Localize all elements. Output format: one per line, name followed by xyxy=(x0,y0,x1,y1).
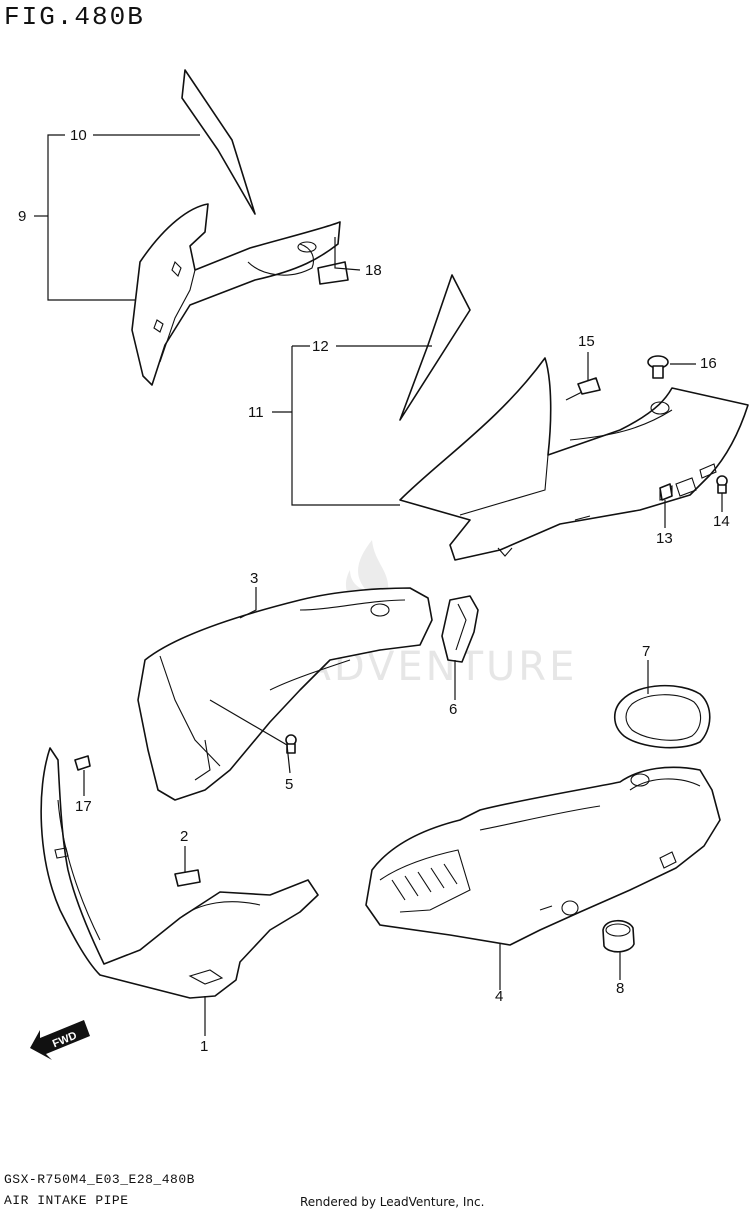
callout-5: 5 xyxy=(285,776,294,793)
callout-15: 15 xyxy=(578,333,595,350)
part-1-lower-cowl[interactable] xyxy=(40,747,319,999)
fwd-arrow-icon: FWD xyxy=(30,1020,90,1060)
callout-4: 4 xyxy=(495,988,504,1005)
callout-12: 12 xyxy=(312,338,329,355)
part-9-cowling[interactable] xyxy=(131,203,341,386)
part-2-tape[interactable] xyxy=(174,869,201,887)
figure-title: FIG.480B xyxy=(4,2,145,32)
part-6-seal[interactable] xyxy=(441,595,479,663)
callout-17: 17 xyxy=(75,798,92,815)
part-13-grommet[interactable] xyxy=(659,483,673,501)
callout-14: 14 xyxy=(713,513,730,530)
part-12-strip[interactable] xyxy=(399,274,471,421)
callout-1: 1 xyxy=(200,1038,209,1055)
diagram-caption: AIR INTAKE PIPE xyxy=(4,1193,129,1208)
callout-6: 6 xyxy=(449,701,458,718)
part-15-screw[interactable] xyxy=(565,377,601,401)
callout-11: 11 xyxy=(248,404,264,421)
part-7-ring[interactable] xyxy=(613,684,711,749)
callout-9: 9 xyxy=(18,208,27,225)
part-3-duct[interactable] xyxy=(137,587,433,801)
callout-10: 10 xyxy=(70,127,87,144)
render-credit: Rendered by LeadVenture, Inc. xyxy=(300,1195,485,1209)
part-11-cowling[interactable] xyxy=(399,357,749,561)
callout-8: 8 xyxy=(616,980,625,997)
part-17-screw[interactable] xyxy=(74,755,91,771)
callout-2: 2 xyxy=(180,828,189,845)
part-10-strip[interactable] xyxy=(181,69,256,215)
part-16-rivet[interactable] xyxy=(647,355,669,379)
leader-lines xyxy=(34,134,723,1036)
callout-3: 3 xyxy=(250,570,259,587)
part-8-grommet[interactable] xyxy=(602,919,635,953)
part-4-duct[interactable] xyxy=(365,766,721,946)
callout-18: 18 xyxy=(365,262,382,279)
model-code: GSX-R750M4_E03_E28_480B xyxy=(4,1172,195,1187)
callout-7: 7 xyxy=(642,643,651,660)
part-14-clip[interactable] xyxy=(716,475,728,494)
callout-16: 16 xyxy=(700,355,717,372)
part-18-label[interactable] xyxy=(317,261,349,285)
callout-13: 13 xyxy=(656,530,673,547)
